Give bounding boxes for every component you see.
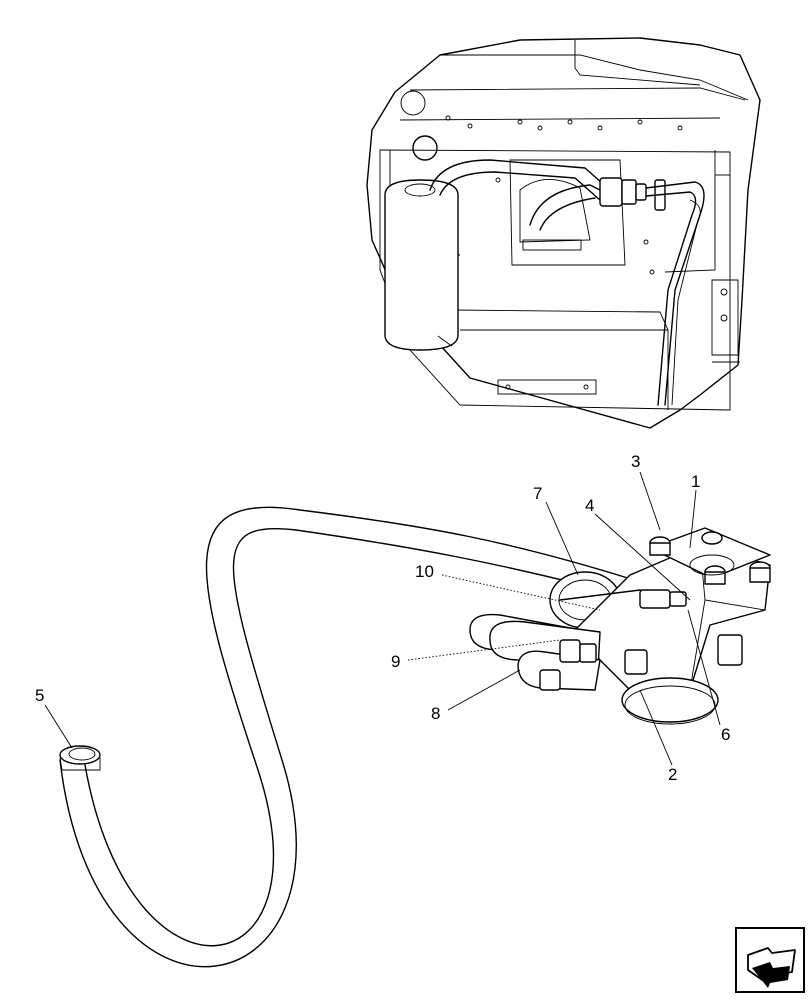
- previous-page-arrow-icon[interactable]: [735, 927, 805, 993]
- leader-lines: [44, 471, 721, 766]
- inset-detail-view: [366, 37, 761, 429]
- callout-5: 5: [35, 686, 44, 705]
- callout-1: 1: [691, 472, 700, 491]
- callout-3: 3: [631, 452, 640, 471]
- callout-10: 10: [415, 562, 434, 581]
- callout-2: 2: [668, 765, 677, 784]
- pump-assembly: [469, 527, 771, 725]
- callout-9: 9: [391, 652, 400, 671]
- callout-labels: 1 2 3 4 5 6 7 8 9 10: [35, 452, 730, 784]
- callout-4: 4: [585, 496, 594, 515]
- callout-6: 6: [721, 725, 730, 744]
- callout-8: 8: [431, 704, 440, 723]
- long-hose: [59, 506, 651, 968]
- callout-7: 7: [533, 484, 542, 503]
